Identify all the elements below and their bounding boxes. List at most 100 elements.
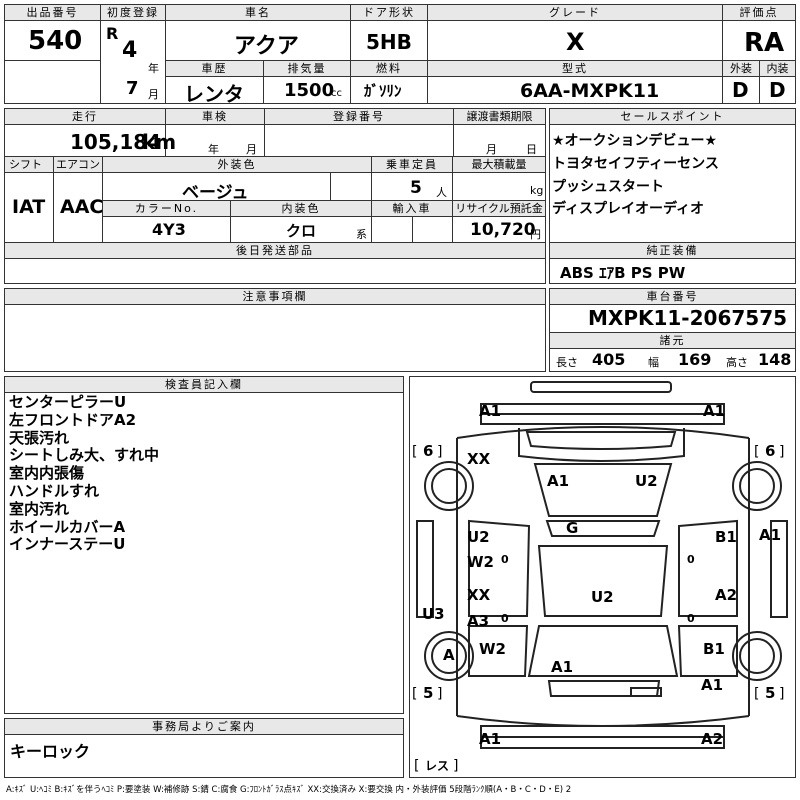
diag-label: A2 — [715, 586, 737, 604]
history-label: 車歴 — [166, 61, 263, 77]
ac-label: エアコン — [54, 157, 102, 173]
lot-number: 540 — [28, 26, 83, 56]
ext-score: D — [732, 78, 749, 102]
equip-value: ABS ｴｱB PS PW — [560, 264, 686, 282]
ac-value: AAC — [60, 196, 104, 218]
office-text: キーロック — [10, 742, 91, 761]
diag-label: レス — [425, 759, 449, 773]
width-label: 幅 — [648, 356, 659, 369]
recycle-value: 10,720 — [470, 220, 536, 240]
chassis-label: 車台番号 — [550, 289, 795, 305]
intcolor-value: クロ — [286, 222, 317, 240]
int-label: 内装 — [760, 61, 795, 77]
intcolor-label: 内装色 — [231, 201, 371, 217]
mileage-label: 走行 — [5, 109, 165, 125]
regno-label: 登録番号 — [265, 109, 453, 125]
ext-label: 外装 — [723, 61, 759, 77]
model-label: 型式 — [428, 61, 722, 77]
caution-box — [4, 288, 546, 372]
spec-box — [4, 108, 546, 284]
diag-label: U2 — [591, 588, 614, 606]
diag-label: 6 — [765, 442, 775, 460]
lot-label: 出品番号 — [5, 5, 100, 21]
diag-label: A2 — [701, 730, 723, 748]
disp-label: 排気量 — [264, 61, 350, 77]
later-parts-label: 後日発送部品 — [5, 243, 545, 259]
chassis-box — [549, 288, 796, 372]
inspector-box — [4, 376, 404, 714]
sales-item: トヨタセイフティーセンス — [552, 156, 719, 172]
inspector-line: ホイールカバーA — [9, 517, 126, 536]
recycle-unit: 円 — [530, 228, 541, 241]
diag-label: A1 — [703, 402, 725, 420]
color-value: ベージュ — [182, 183, 249, 203]
svg-text:]: ] — [437, 444, 442, 460]
fuel-value: ｶﾞｿﾘﾝ — [364, 82, 402, 100]
load-label: 最大積載量 — [453, 157, 545, 173]
svg-text:[: [ — [754, 444, 759, 460]
svg-text:]: ] — [437, 686, 442, 702]
height-value: 148 — [758, 350, 792, 369]
diag-label: W2 — [479, 640, 506, 658]
disp-value: 1500 — [284, 80, 335, 101]
diag-label: A1 — [479, 402, 501, 420]
car-name-label: 車名 — [166, 5, 350, 21]
diag-label: 0 — [501, 553, 509, 566]
office-box — [4, 718, 404, 778]
svg-text:]: ] — [779, 686, 784, 702]
grade-value: X — [566, 28, 585, 56]
diag-label: U2 — [467, 528, 490, 546]
door-label: ドア形状 — [351, 5, 427, 21]
diag-label: U2 — [635, 472, 658, 490]
door-type: 5HB — [366, 30, 412, 54]
length-label: 長さ — [556, 356, 578, 369]
inspector-line: シートしみ大、すれ中 — [9, 446, 160, 465]
svg-text:]: ] — [779, 444, 784, 460]
car-diagram-box — [409, 376, 796, 778]
inspector-line: 室内内張傷 — [9, 464, 85, 483]
shift-label: シフト — [5, 157, 53, 173]
ins-month-unit: 月 — [246, 143, 257, 156]
diag-label: A1 — [759, 526, 781, 544]
svg-text:[: [ — [414, 758, 419, 774]
sales-label: セールスポイント — [550, 109, 795, 125]
length-value: 405 — [592, 350, 626, 369]
first-reg-label: 初度登録 — [101, 5, 165, 21]
color-label: 外装色 — [103, 157, 371, 173]
intcolor-unit: 系 — [356, 228, 367, 241]
diag-label: A — [443, 646, 455, 664]
capacity-unit: 人 — [436, 186, 447, 199]
chassis-number: MXPK11-2067575 — [588, 306, 788, 330]
dims-label: 諸元 — [550, 333, 795, 349]
era: R — [106, 24, 119, 43]
inspector-notes: センターピラーU 左フロントドアA2 天張汚れ シートしみ大、すれ中 室内内張傷… — [9, 393, 160, 554]
height-label: 高さ — [726, 356, 748, 369]
model-value: 6AA-MXPK11 — [520, 80, 660, 102]
diag-label: A1 — [479, 730, 501, 748]
caution-label: 注意事項欄 — [5, 289, 545, 305]
diag-label: XX — [467, 586, 491, 604]
load-unit: kg — [530, 184, 544, 197]
diag-label: U3 — [422, 605, 445, 623]
diag-label: 5 — [423, 684, 433, 702]
top-header-box — [4, 4, 796, 104]
sales-item: ★オークションデビュー★ — [552, 133, 718, 149]
inspector-line: 室内汚れ — [9, 499, 70, 518]
diag-label: W2 — [467, 553, 494, 571]
inspector-line: 左フロントドアA2 — [9, 410, 137, 429]
diag-label: B1 — [715, 528, 737, 546]
diag-label: 5 — [765, 684, 775, 702]
car-diagram: A1 A1 6 6 XX A1 U2 G U2 W2 0 B1 A1 0 XX … — [412, 381, 788, 774]
score-label: 評価点 — [723, 5, 795, 21]
inspector-label: 検査員記入欄 — [5, 377, 403, 393]
diag-label: 0 — [501, 612, 509, 625]
width-value: 169 — [678, 350, 712, 369]
colorno-value: 4Y3 — [152, 220, 186, 239]
diag-label: G — [566, 519, 578, 537]
history-value: レンタ — [184, 82, 244, 106]
import-label: 輸入車 — [372, 201, 452, 217]
inspector-line: センターピラーU — [9, 393, 127, 411]
mileage-unit: km — [142, 130, 177, 154]
score-value: RA — [744, 28, 785, 58]
reg-year: 4 — [122, 38, 138, 63]
